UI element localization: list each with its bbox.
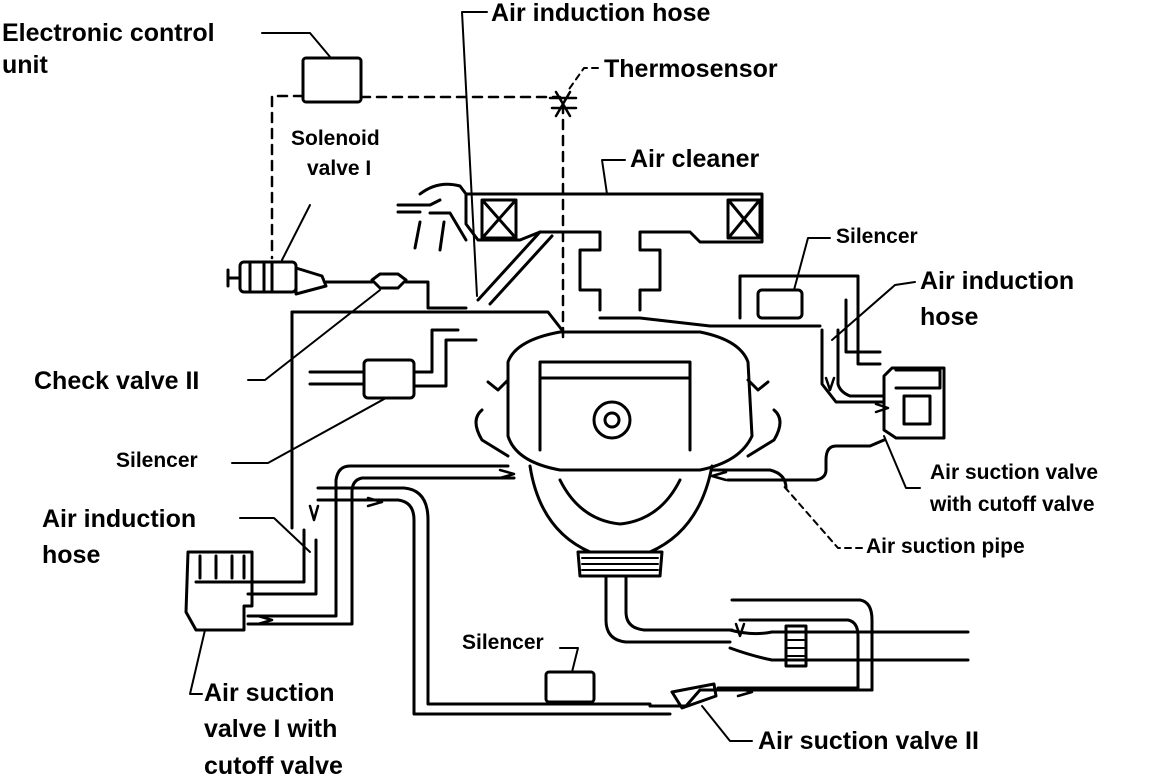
left-air-suction-valve — [184, 528, 318, 632]
label-silencer-right: Silencer — [836, 225, 918, 248]
air-suction-valve-2 — [670, 682, 718, 710]
label-solenoid-valve: Solenoid valve I — [291, 127, 380, 181]
leader-air-induction-top — [461, 11, 488, 297]
label-check-valve: Check valve II — [34, 367, 200, 395]
right-air-suction-valve — [726, 366, 946, 482]
left-silencer — [308, 328, 478, 400]
label-air-suction-valve-2: Air suction valve II — [758, 727, 979, 755]
air-suction-pipes — [246, 464, 788, 716]
label-line: Solenoid — [291, 127, 380, 150]
solenoid-valve — [226, 260, 374, 296]
engine-block — [474, 330, 782, 578]
leader-air-cleaner — [601, 159, 626, 195]
right-silencer — [738, 274, 886, 404]
label-line: Air induction — [42, 505, 197, 533]
leader-air-suction-pipe — [781, 483, 863, 549]
label-air-cleaner: Air cleaner — [630, 145, 760, 173]
bottom-silencer — [544, 670, 596, 704]
label-silencer-left: Silencer — [116, 449, 198, 472]
check-valve — [370, 272, 468, 310]
manifold-top — [290, 310, 822, 332]
flow-arrows — [256, 376, 890, 698]
leader-silencer-right — [793, 237, 831, 291]
label-air-induction-hose-left: Air induction hose — [42, 506, 196, 569]
leader-asv2 — [701, 705, 753, 742]
leader-solenoid — [281, 204, 311, 261]
label-air-induction-hose-right: Air induction hose — [920, 268, 1074, 331]
label-line: Air induction — [920, 267, 1075, 295]
label-thermosensor: Thermosensor — [604, 55, 778, 83]
label-line: with cutoff valve — [930, 493, 1095, 517]
label-silencer-bottom: Silencer — [462, 631, 544, 654]
leader-silencer-left — [231, 397, 387, 464]
label-line: valve I with — [204, 715, 338, 744]
label-line: cutoff valve — [204, 751, 343, 780]
thermosensor-symbol — [548, 90, 578, 118]
label-air-induction-hose-top: Air induction hose — [491, 0, 711, 27]
label-line: unit — [2, 51, 48, 80]
leader-silencer-bottom — [559, 647, 579, 673]
label-line: Air suction valve — [930, 461, 1099, 484]
leader-air-induction-left — [239, 517, 311, 553]
induction-hose-diag — [476, 230, 554, 306]
label-air-suction-valve-cutoff: Air suction valve with cutoff valve — [930, 461, 1099, 517]
leader-asv-cutoff — [883, 435, 921, 489]
leader-asv1 — [189, 629, 206, 695]
label-air-suction-pipe: Air suction pipe — [866, 535, 1025, 558]
label-line: hose — [920, 303, 979, 332]
exhaust-pipe — [604, 574, 970, 708]
label-air-suction-valve-1: Air suction valve I with cutoff valve — [204, 680, 343, 779]
leader-air-induction-right — [831, 281, 916, 341]
electronic-control-unit-box — [301, 56, 363, 104]
leader-ecu — [261, 32, 332, 59]
label-line: Electronic control — [2, 19, 215, 47]
label-line: valve I — [307, 157, 372, 181]
leader-check-valve — [247, 289, 381, 381]
leader-thermosensor — [566, 67, 599, 93]
label-line: hose — [42, 541, 101, 570]
air-cleaner — [396, 182, 764, 312]
label-line: Air suction — [204, 679, 335, 707]
control-wiring — [270, 94, 565, 342]
label-electronic-control-unit: Electronic control unit — [2, 20, 215, 79]
